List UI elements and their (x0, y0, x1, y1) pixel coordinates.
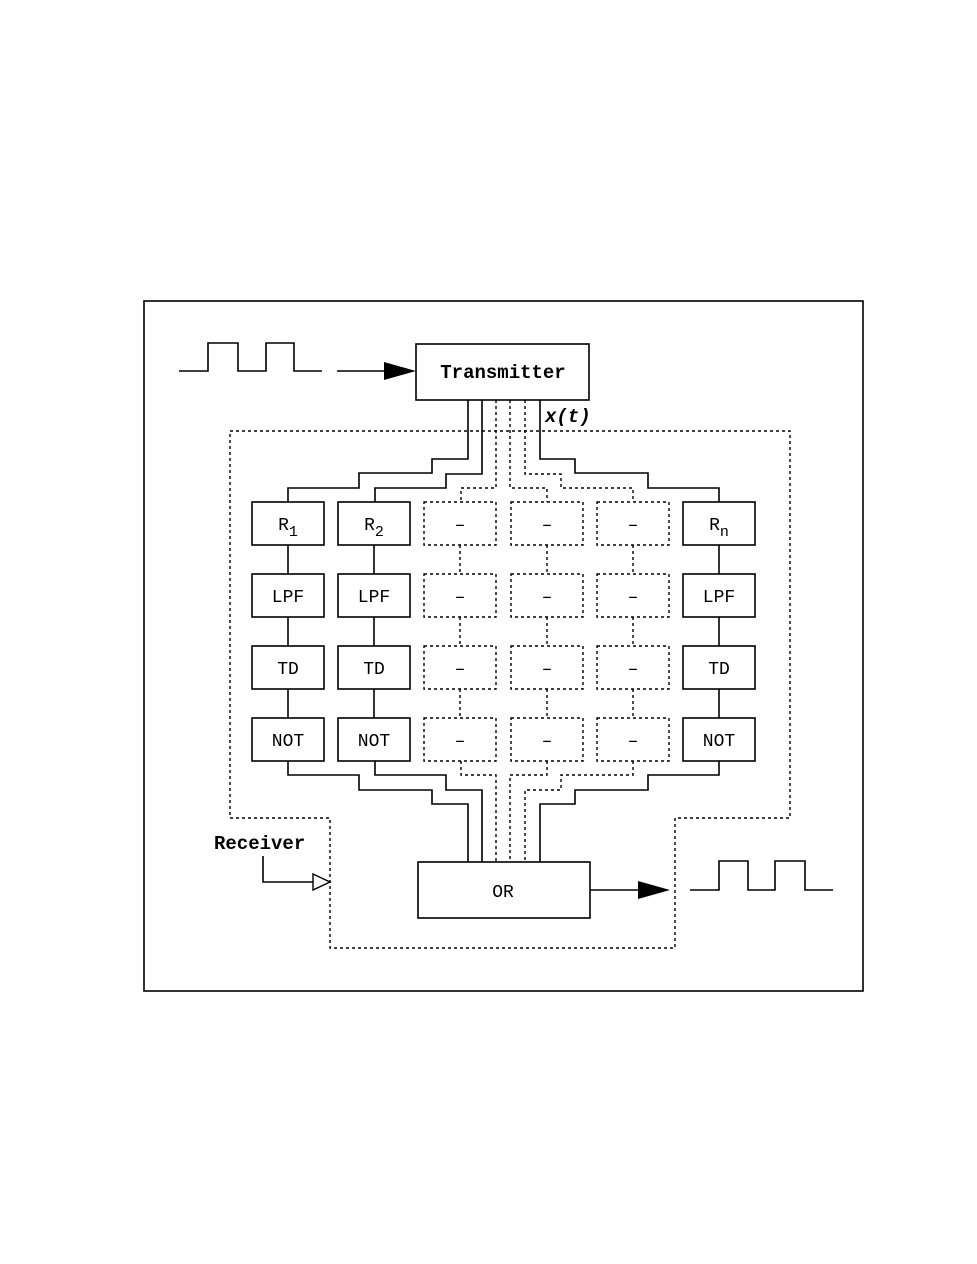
column-4-r-box (510, 501, 584, 546)
fanin-wire-3 (460, 761, 497, 862)
transmitter-box (415, 343, 590, 401)
fanout-wire-5 (524, 400, 634, 502)
column-4-td-label: – (542, 660, 553, 680)
column-2-not-box (337, 717, 411, 762)
column-6-r-label: Rn (709, 516, 729, 541)
column-6-lpf-box (682, 573, 756, 618)
fanout-wire-1 (287, 400, 469, 502)
column-2-r-label: R2 (364, 516, 384, 541)
column-6-not-label: NOT (703, 732, 736, 752)
fanout-wire-2 (374, 400, 483, 502)
fanin-wire-6 (539, 761, 720, 862)
fanout-wire-3 (460, 400, 497, 502)
column-1-not-label: NOT (272, 732, 305, 752)
transmitter-label: Transmitter (440, 362, 565, 384)
column-3-r-box (423, 501, 497, 546)
output-square-wave (690, 860, 833, 891)
column-4-lpf-box (510, 573, 584, 618)
column-4-lpf-label: – (542, 588, 553, 608)
fanin-wire-2 (374, 761, 483, 862)
column-1-td-label: TD (277, 660, 299, 680)
fanout-wire-4 (509, 400, 548, 502)
column-5-r-label: – (628, 516, 639, 536)
column-5-not-box (596, 717, 670, 762)
column-5-td-box (596, 645, 670, 690)
outer-frame (143, 300, 864, 992)
column-3-not-box (423, 717, 497, 762)
fanout-wire-6 (539, 400, 720, 502)
column-2-td-label: TD (363, 660, 385, 680)
column-2-td-box (337, 645, 411, 690)
column-6-lpf-label: LPF (703, 588, 735, 608)
column-4-not-box (510, 717, 584, 762)
input-arrow-head (384, 362, 416, 380)
fanin-wire-5 (524, 761, 634, 862)
fanin-wire-4 (509, 761, 548, 862)
column-3-lpf-box (423, 573, 497, 618)
column-4-td-box (510, 645, 584, 690)
fanin-wire-1 (287, 761, 469, 862)
signal-label: x(t) (544, 406, 591, 428)
column-2-not-label: NOT (358, 732, 391, 752)
column-1-not-box (251, 717, 325, 762)
input-square-wave (179, 342, 322, 372)
column-4-not-label: – (542, 732, 553, 752)
receiver-pointer (262, 856, 313, 883)
receiver-pointer-head (312, 872, 332, 892)
column-3-td-box (423, 645, 497, 690)
column-6-td-label: TD (708, 660, 730, 680)
column-1-td-box (251, 645, 325, 690)
column-1-lpf-label: LPF (272, 588, 304, 608)
column-5-lpf-box (596, 573, 670, 618)
column-2-lpf-box (337, 573, 411, 618)
column-3-td-label: – (455, 660, 466, 680)
column-6-r-box (682, 501, 756, 546)
or-gate-box (417, 861, 591, 919)
column-6-not-box (682, 717, 756, 762)
column-5-lpf-label: – (628, 588, 639, 608)
column-2-r-box (337, 501, 411, 546)
column-5-not-label: – (628, 732, 639, 752)
column-3-lpf-label: – (455, 588, 466, 608)
column-5-td-label: – (628, 660, 639, 680)
or-gate-label: OR (492, 883, 514, 903)
column-4-r-label: – (542, 516, 553, 536)
output-arrow-head (638, 881, 670, 899)
column-6-td-box (682, 645, 756, 690)
column-1-r-box (251, 501, 325, 546)
column-1-r-label: R1 (278, 516, 298, 541)
receiver-label: Receiver (214, 833, 305, 855)
column-3-r-label: – (455, 516, 466, 536)
column-5-r-box (596, 501, 670, 546)
column-2-lpf-label: LPF (358, 588, 390, 608)
column-3-not-label: – (455, 732, 466, 752)
column-1-lpf-box (251, 573, 325, 618)
